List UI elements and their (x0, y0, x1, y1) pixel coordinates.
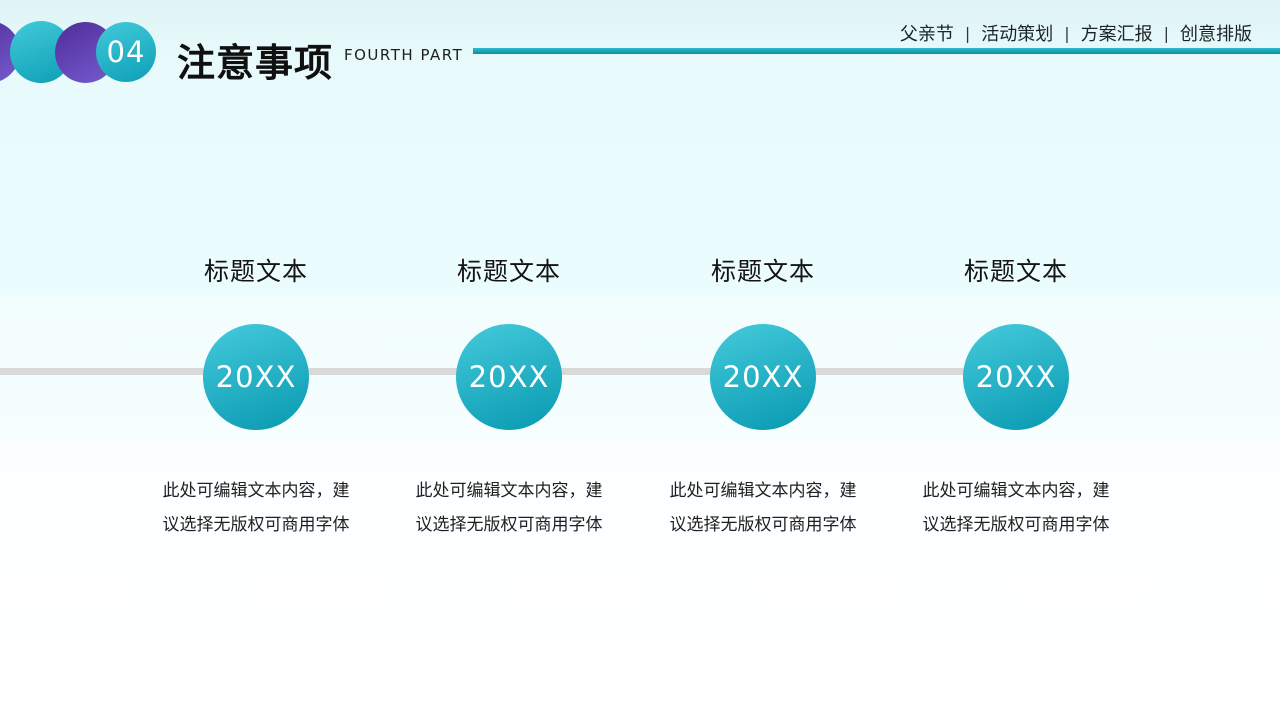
timeline-year: 20XX (722, 360, 804, 394)
timeline-item-description: 此处可编辑文本内容，建 议选择无版权可商用字体 (382, 474, 636, 542)
breadcrumb-item: 创意排版 (1180, 24, 1252, 45)
timeline-year-circle: 20XX (456, 324, 562, 430)
description-line: 此处可编辑文本内容，建 (669, 481, 857, 501)
timeline-year: 20XX (215, 360, 297, 394)
timeline-item-title: 标题文本 (963, 257, 1068, 286)
timeline-item: 标题文本 20XX 此处可编辑文本内容，建 议选择无版权可商用字体 (129, 240, 383, 542)
description-line: 议选择无版权可商用字体 (162, 515, 350, 535)
description-line: 此处可编辑文本内容，建 (415, 481, 603, 501)
timeline-item-description: 此处可编辑文本内容，建 议选择无版权可商用字体 (636, 474, 890, 542)
timeline-item-title: 标题文本 (710, 257, 815, 286)
timeline-item-description: 此处可编辑文本内容，建 议选择无版权可商用字体 (889, 474, 1143, 542)
timeline-year-circle: 20XX (203, 324, 309, 430)
timeline-year-circle: 20XX (710, 324, 816, 430)
page-title: 注意事项 (177, 41, 334, 85)
timeline-item: 标题文本 20XX 此处可编辑文本内容，建 议选择无版权可商用字体 (382, 240, 636, 542)
breadcrumb-separator: | (964, 23, 971, 43)
description-line: 此处可编辑文本内容，建 (162, 481, 350, 501)
description-line: 议选择无版权可商用字体 (922, 515, 1110, 535)
breadcrumb-item: 父亲节 (899, 24, 954, 45)
breadcrumb: 父亲节 | 活动策划 | 方案汇报 | 创意排版 (900, 20, 1252, 46)
section-number: 04 (106, 35, 146, 69)
description-line: 议选择无版权可商用字体 (415, 515, 603, 535)
timeline-item: 标题文本 20XX 此处可编辑文本内容，建 议选择无版权可商用字体 (636, 240, 890, 542)
breadcrumb-separator: | (1064, 23, 1070, 43)
section-number-badge: 04 (96, 22, 156, 82)
header-divider (473, 48, 1280, 54)
timeline-year: 20XX (468, 360, 550, 394)
timeline-year: 20XX (975, 360, 1057, 394)
timeline-item-description: 此处可编辑文本内容，建 议选择无版权可商用字体 (129, 474, 383, 542)
breadcrumb-item: 方案汇报 (1080, 24, 1153, 45)
description-line: 此处可编辑文本内容，建 (922, 481, 1110, 501)
description-line: 议选择无版权可商用字体 (669, 515, 857, 535)
timeline-item: 标题文本 20XX 此处可编辑文本内容，建 议选择无版权可商用字体 (889, 240, 1143, 542)
breadcrumb-separator: | (1163, 23, 1169, 43)
timeline-year-circle: 20XX (963, 324, 1069, 430)
timeline-item-title: 标题文本 (456, 257, 561, 286)
timeline-item-title: 标题文本 (203, 257, 308, 286)
breadcrumb-item: 活动策划 (981, 24, 1054, 45)
page-subtitle: FOURTH PART (344, 46, 464, 64)
